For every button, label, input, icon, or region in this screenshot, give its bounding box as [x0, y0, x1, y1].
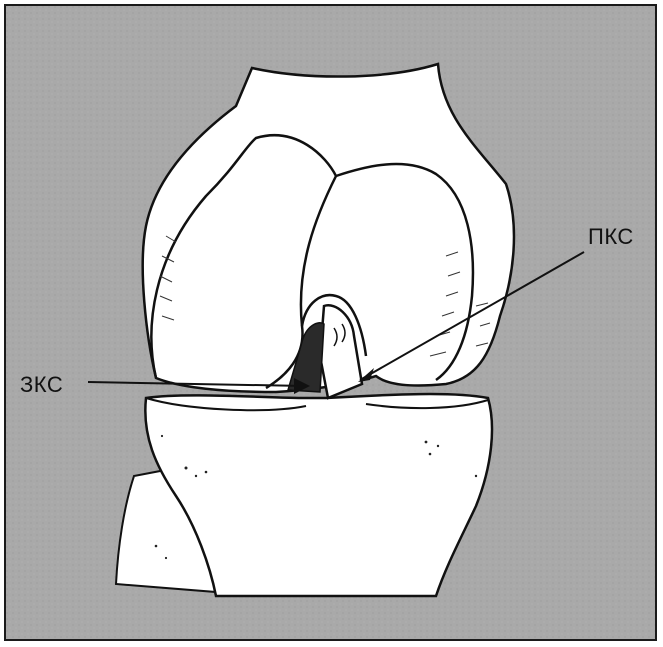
knee-joint-drawing [6, 6, 657, 641]
label-pcs: ПКС [588, 224, 634, 250]
label-zks: ЗКС [20, 372, 63, 398]
illustration-frame: ПКС ЗКС [4, 4, 657, 641]
